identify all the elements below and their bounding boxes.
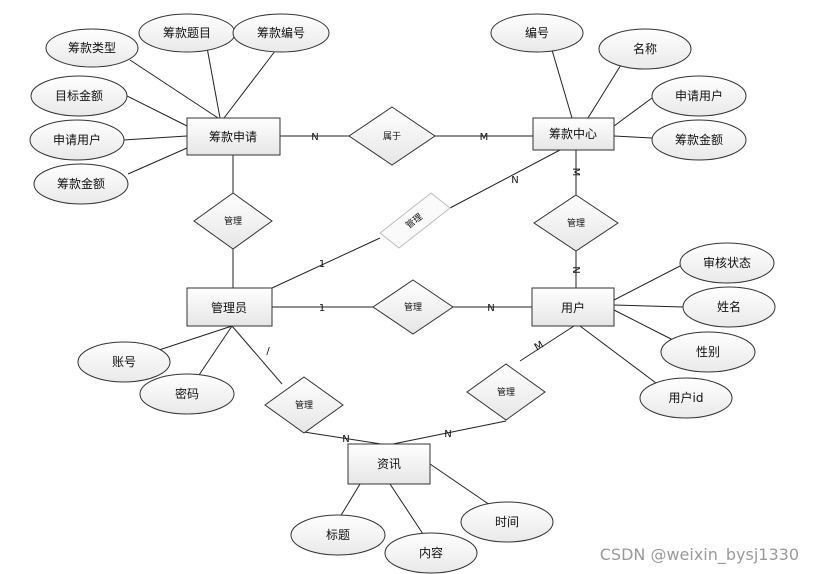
- cardinality-label: M: [570, 168, 581, 177]
- entity-admin: 管理员: [186, 287, 273, 327]
- cardinality-labels: N M N M N 1 1 N / M N N: [266, 132, 581, 445]
- cardinality-label: N: [487, 303, 494, 314]
- attr-center-user: 申请用户: [651, 75, 747, 117]
- attr-label: 性别: [696, 345, 720, 359]
- attr-apply-user: 申请用户: [29, 119, 125, 161]
- attr-apply-type: 筹款类型: [45, 28, 139, 68]
- attr-label: 筹款编号: [257, 25, 305, 40]
- cardinality-label: N: [311, 132, 318, 143]
- relation-label: 管理: [567, 217, 585, 229]
- entity-label: 资讯: [377, 457, 401, 471]
- cardinality-label: /: [266, 346, 270, 357]
- attr-label: 姓名: [717, 299, 741, 314]
- entity-label: 筹款申请: [209, 130, 257, 144]
- attr-label: 标题: [326, 528, 350, 542]
- attr-admin-pwd: 密码: [139, 373, 235, 415]
- entity-label: 管理员: [211, 300, 247, 315]
- connector-lines: [123, 41, 684, 538]
- cardinality-label: N: [511, 175, 518, 186]
- relation-label: 管理: [404, 301, 422, 313]
- attr-user-status: 审核状态: [679, 242, 775, 284]
- cardinality-label: 1: [319, 259, 325, 270]
- relation-manage-br: 管理: [466, 363, 546, 421]
- cardinality-label: M: [480, 132, 489, 143]
- attr-label: 编号: [525, 25, 549, 40]
- attr-label: 筹款题目: [163, 26, 211, 40]
- cardinality-label: 1: [319, 303, 325, 314]
- attr-label: 密码: [175, 386, 199, 401]
- attr-label: 申请用户: [53, 132, 101, 147]
- entity-label: 用户: [561, 300, 585, 315]
- relation-manage-right: 管理: [533, 194, 619, 252]
- cardinality-label: N: [444, 429, 451, 440]
- attr-admin-account: 账号: [77, 341, 171, 383]
- attr-label: 审核状态: [703, 255, 751, 270]
- entity-chouk-apply: 筹款申请: [186, 117, 281, 156]
- relation-manage-mid: 管理: [372, 279, 454, 335]
- attr-label: 筹款金额: [675, 132, 723, 147]
- relation-label: 管理: [497, 386, 515, 398]
- attr-label: 内容: [419, 545, 443, 560]
- relation-manage-left: 管理: [193, 192, 273, 250]
- attr-label: 筹款类型: [68, 41, 116, 55]
- cardinality-label: N: [570, 266, 581, 273]
- attr-news-title: 标题: [290, 514, 386, 556]
- attr-apply-no: 筹款编号: [232, 13, 330, 53]
- attr-center-name: 名称: [598, 28, 692, 70]
- relation-label: 管理: [295, 399, 313, 411]
- attr-label: 时间: [495, 515, 519, 529]
- attr-center-amount: 筹款金额: [651, 119, 747, 161]
- attr-apply-amount: 筹款金额: [33, 163, 129, 205]
- attr-label: 申请用户: [675, 88, 723, 103]
- attr-label: 名称: [633, 41, 657, 56]
- attr-apply-title: 筹款题目: [138, 13, 236, 53]
- attr-label: 账号: [112, 355, 136, 369]
- attr-news-content: 内容: [384, 532, 478, 574]
- watermark: CSDN @weixin_bysj1330: [600, 545, 799, 565]
- attr-label: 用户id: [669, 390, 704, 405]
- attr-apply-target: 目标金额: [30, 75, 128, 117]
- attr-label: 目标金额: [55, 88, 103, 103]
- entity-label: 筹款中心: [549, 126, 597, 141]
- entity-news: 资讯: [347, 443, 431, 485]
- relation-label: 管理: [224, 215, 242, 227]
- attr-label: 筹款金额: [57, 176, 105, 191]
- attr-user-name: 姓名: [682, 286, 776, 328]
- entity-chouk-center: 筹款中心: [532, 117, 615, 151]
- attr-center-no: 编号: [490, 13, 584, 53]
- attr-user-gender: 性别: [660, 331, 756, 373]
- relation-manage-bl: 管理: [264, 376, 344, 434]
- cardinality-label: N: [342, 434, 349, 445]
- relation-label: 属于: [383, 131, 401, 142]
- relation-belongs: 属于: [348, 106, 436, 166]
- entity-user: 用户: [531, 287, 615, 327]
- attr-news-time: 时间: [460, 501, 554, 543]
- relation-manage-diag: 管理: [379, 192, 451, 249]
- attr-user-id: 用户id: [639, 377, 733, 419]
